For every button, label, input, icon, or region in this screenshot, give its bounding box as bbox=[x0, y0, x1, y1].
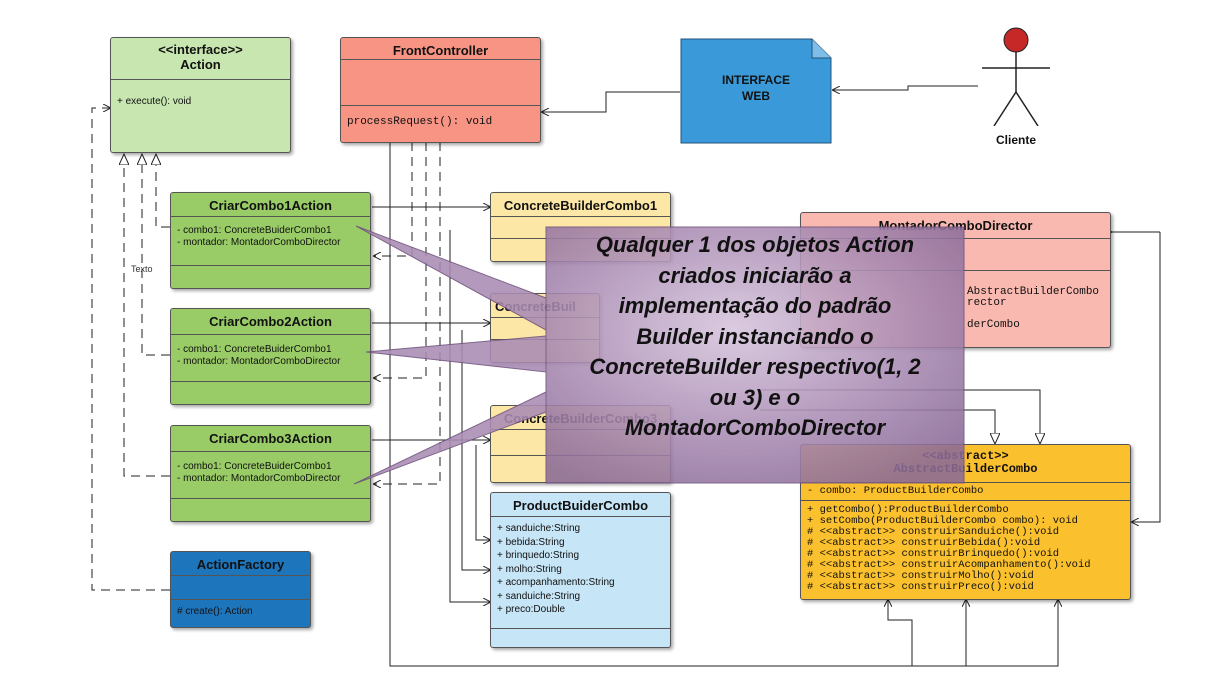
method: # <<abstract>> construirBrinquedo():void bbox=[807, 548, 1060, 560]
attribute: + preco:Double bbox=[497, 604, 566, 615]
action-factory-class[interactable]: ActionFactory # create(): Action bbox=[170, 551, 311, 628]
class-name: ProductBuiderCombo bbox=[491, 493, 670, 517]
class-name: Action bbox=[180, 57, 221, 72]
front-controller-class[interactable]: FrontController processRequest(): void bbox=[340, 37, 541, 143]
attribute: - montador: MontadorComboDirector bbox=[177, 356, 341, 367]
method: # <<abstract>> construirSanduiche():void bbox=[807, 526, 1060, 538]
method-list: AbstractBuilderCombo rector derCombo bbox=[801, 271, 1110, 335]
attribute: - montador: MontadorComboDirector bbox=[177, 237, 341, 248]
attribute: + acompanhamento:String bbox=[497, 577, 615, 588]
method: + getCombo():ProductBuilderCombo bbox=[807, 504, 1009, 516]
class-name: CriarCombo1Action bbox=[171, 193, 370, 217]
attribute: AbstractBuilderCombo bbox=[967, 286, 1100, 298]
interface-web-shape[interactable] bbox=[678, 36, 838, 148]
method: # create(): Action bbox=[177, 606, 253, 617]
action-interface-class[interactable]: <<interface>> Action + execute(): void bbox=[110, 37, 291, 153]
method: # <<abstract>> construirAcompanhamento()… bbox=[807, 559, 1091, 571]
attribute: + sanduiche:String bbox=[497, 590, 581, 602]
attribute: - combo1: ConcreteBuiderCombo1 bbox=[177, 344, 332, 355]
attribute: - combo1: ConcreteBuiderCombo1 bbox=[177, 225, 332, 236]
method: # <<abstract>> construirPreco():void bbox=[807, 581, 1034, 593]
attribute: rector bbox=[967, 297, 1007, 309]
attribute-list: - combo1: ConcreteBuiderCombo1 - montado… bbox=[171, 217, 370, 266]
method: processRequest(): void bbox=[347, 116, 493, 128]
method-list: processRequest(): void bbox=[341, 106, 540, 132]
method: + execute(): void bbox=[117, 96, 192, 107]
attribute: + sanduiche:String bbox=[497, 523, 581, 534]
class-name: CriarCombo3Action bbox=[171, 426, 370, 452]
class-name: FrontController bbox=[341, 38, 540, 60]
class-header: <<interface>> Action bbox=[111, 38, 290, 80]
method-list: + execute(): void bbox=[111, 80, 290, 112]
method: # <<abstract>> construirMolho():void bbox=[807, 570, 1034, 582]
method-list: # create(): Action bbox=[171, 600, 310, 622]
class-name: CriarCombo2Action bbox=[171, 309, 370, 335]
criar-combo1-action-class[interactable]: CriarCombo1Action - combo1: ConcreteBuid… bbox=[170, 192, 371, 289]
interface-stereotype: <<interface>> bbox=[158, 42, 243, 57]
attribute-list: - combo1: ConcreteBuiderCombo1 - montado… bbox=[171, 335, 370, 382]
attribute: - combo1: ConcreteBuiderCombo1 bbox=[177, 461, 332, 472]
class-name: ConcreteBuilderCombo1 bbox=[491, 193, 670, 217]
interface-web-label: INTERFACE WEB bbox=[721, 73, 790, 103]
attribute: - montador: MontadorComboDirector bbox=[177, 473, 341, 484]
attribute: - combo: ProductBuilderCombo bbox=[807, 485, 984, 497]
edge-label: Texto bbox=[131, 264, 153, 274]
class-name: ActionFactory bbox=[171, 552, 310, 576]
method: # <<abstract>> construirBebida():void bbox=[807, 537, 1041, 549]
attribute-list: - combo1: ConcreteBuiderCombo1 - montado… bbox=[171, 452, 370, 499]
attribute-list bbox=[171, 576, 310, 600]
attribute-list bbox=[341, 60, 540, 106]
product-builder-combo-class[interactable]: ProductBuiderCombo + sanduiche:String + … bbox=[490, 492, 671, 648]
criar-combo3-action-class[interactable]: CriarCombo3Action - combo1: ConcreteBuid… bbox=[170, 425, 371, 522]
method: + setCombo(ProductBuilderCombo combo): v… bbox=[807, 515, 1078, 527]
actor-icon[interactable] bbox=[976, 26, 1056, 126]
actor-name: Cliente bbox=[995, 133, 1036, 147]
method: derCombo bbox=[967, 319, 1020, 331]
callout-text: Qualquer 1 dos objetos Action criados in… bbox=[589, 232, 921, 440]
attribute-list: - combo: ProductBuilderCombo bbox=[801, 483, 1130, 501]
attribute: + brinquedo:String bbox=[497, 550, 580, 561]
attribute: + molho:String bbox=[497, 563, 562, 575]
attribute-list: + sanduiche:String + bebida:String + bri… bbox=[491, 517, 670, 629]
criar-combo2-action-class[interactable]: CriarCombo2Action - combo1: ConcreteBuid… bbox=[170, 308, 371, 405]
attribute: + bebida:String bbox=[497, 536, 565, 548]
method-list: + getCombo():ProductBuilderCombo + setCo… bbox=[801, 501, 1130, 597]
